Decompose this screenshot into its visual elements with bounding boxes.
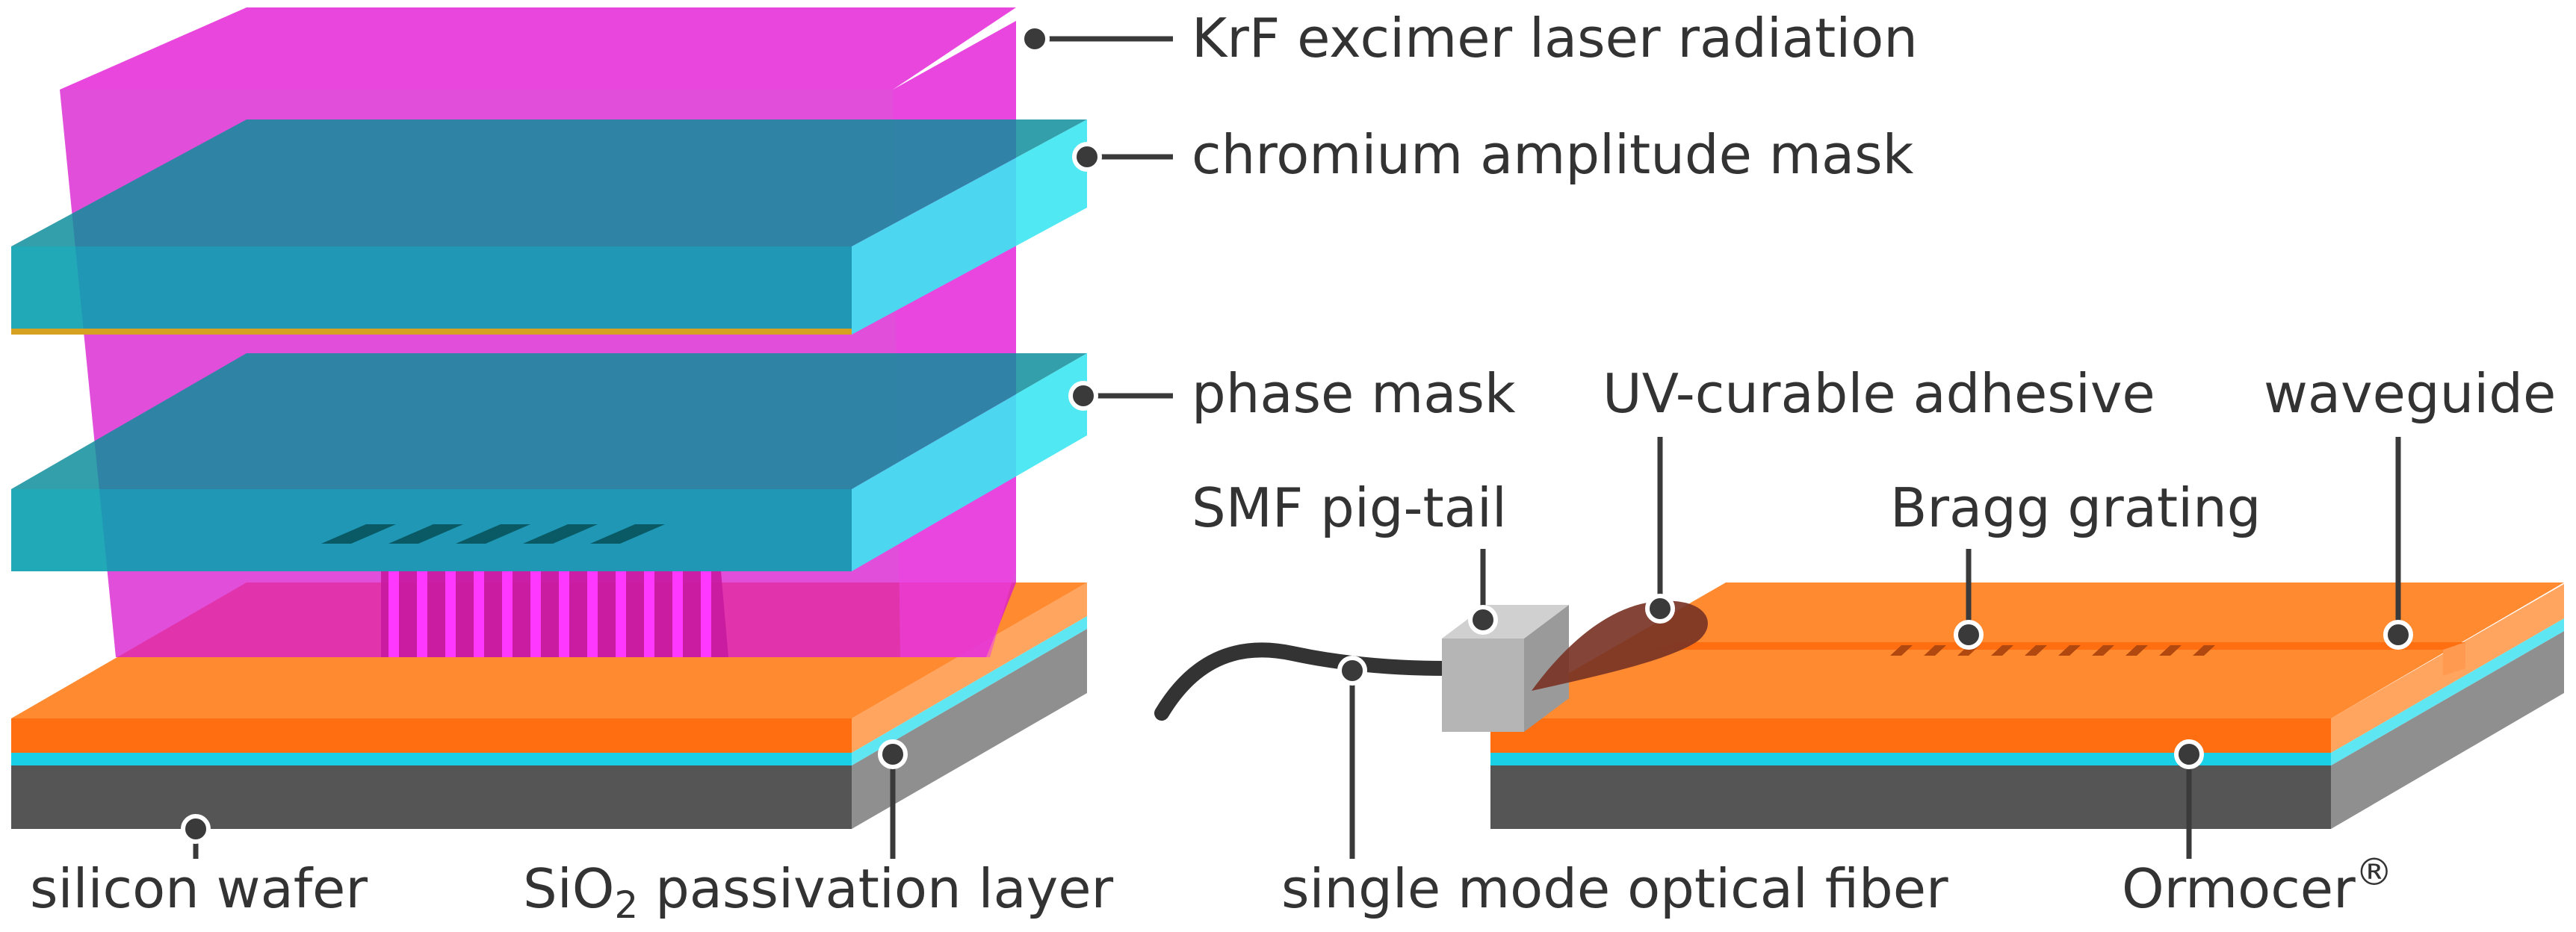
sio2-layer-right <box>1490 618 2564 765</box>
leader-dot-ormocer <box>2174 739 2204 769</box>
leader-dot-fiber <box>1337 656 1367 686</box>
sio2-passivation-layer <box>11 616 1087 765</box>
label-waveguide: waveguide <box>2264 362 2556 425</box>
leader-dot-silicon-wafer <box>181 814 211 844</box>
label-uv-adhesive: UV-curable adhesive <box>1603 362 2155 425</box>
leader-dot-phase-mask <box>1068 381 1098 411</box>
label-sio2-suffix: passivation layer <box>638 857 1113 920</box>
leader-lines <box>181 24 2413 859</box>
single-mode-optical-fiber <box>1154 642 1453 721</box>
label-ormocer-text: Ormocer <box>2122 857 2356 920</box>
smf-pigtail-ferrule <box>1442 605 1569 732</box>
laser-beam-top <box>60 7 1016 90</box>
label-silicon-wafer: silicon wafer <box>30 857 368 920</box>
label-ormocer: Ormocer® <box>2122 851 2393 920</box>
label-bragg-grating: Bragg grating <box>1890 476 2261 539</box>
chromium-amplitude-mask-plate <box>11 119 1087 335</box>
uv-curable-adhesive-bead <box>1532 600 1708 691</box>
label-krf-laser: KrF excimer laser radiation <box>1192 7 1918 69</box>
label-ormocer-mark: ® <box>2356 851 2393 894</box>
leader-dot-sio2 <box>878 739 908 769</box>
phase-mask-grating <box>321 524 665 544</box>
phase-mask-plate <box>11 353 1087 571</box>
right-assembly <box>1154 582 2564 829</box>
labels: KrF excimer laser radiation chromium amp… <box>30 7 2556 927</box>
label-chromium-mask: chromium amplitude mask <box>1192 123 1914 186</box>
label-sio2-prefix: SiO <box>523 857 614 920</box>
leader-dot-laser <box>1020 24 1050 54</box>
leader-dot-adhesive <box>1645 594 1675 624</box>
left-assembly <box>11 7 1087 829</box>
waveguide-channel <box>1651 642 2465 676</box>
leader-dot-bragg <box>1954 620 1984 650</box>
leader-dot-waveguide <box>2383 620 2413 650</box>
label-sio2-passivation: SiO2 passivation layer <box>523 857 1114 927</box>
label-sio2-subscript: 2 <box>614 883 638 927</box>
leader-dot-chromium-mask <box>1072 142 1102 172</box>
silicon-wafer-layer <box>11 629 1087 829</box>
leader-dot-smf-pigtail <box>1468 605 1498 635</box>
label-smf-pigtail: SMF pig-tail <box>1192 476 1507 539</box>
interference-fringes <box>381 571 728 657</box>
label-phase-mask: phase mask <box>1192 362 1516 425</box>
label-single-mode-fiber: single mode optical fiber <box>1281 857 1948 920</box>
